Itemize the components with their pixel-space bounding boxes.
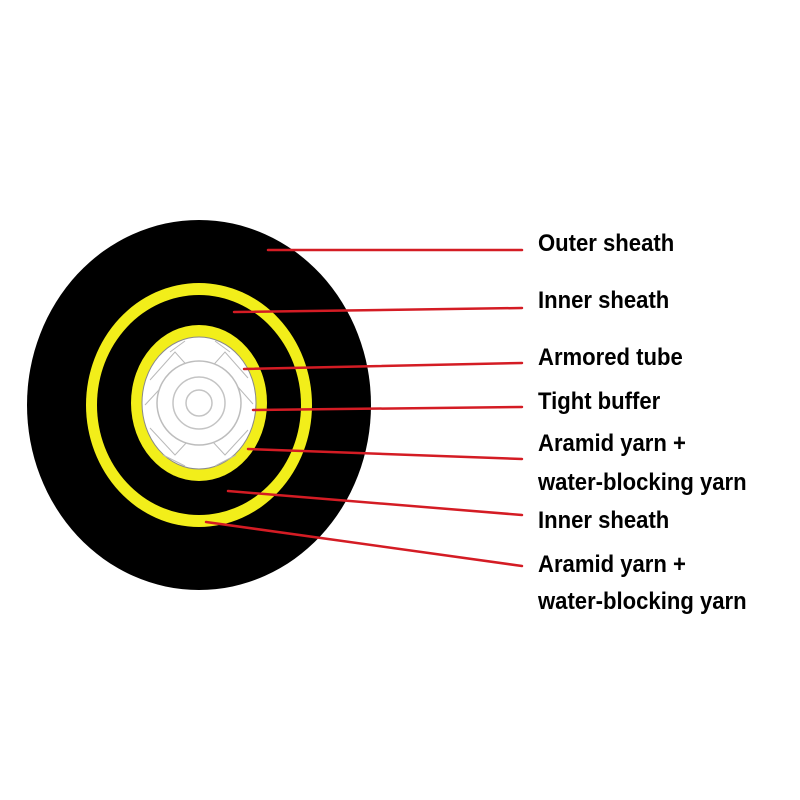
- label-aramid-1-line2: water-blocking yarn: [538, 469, 747, 496]
- label-inner-sheath-1: Inner sheath: [538, 287, 670, 314]
- label-tight-buffer: Tight buffer: [538, 388, 661, 415]
- leader-line-armored-tube: [242, 361, 524, 371]
- label-aramid-2-line2: water-blocking yarn: [538, 588, 747, 615]
- label-aramid-2-line1: Aramid yarn +: [538, 551, 686, 578]
- label-inner-sheath-2: Inner sheath: [538, 507, 670, 534]
- leader-line-tight-buffer: [251, 405, 524, 412]
- label-aramid-1-line1: Aramid yarn +: [538, 430, 686, 457]
- leader-line-aramid-2: [204, 520, 524, 568]
- leader-line-inner-sheath-2: [226, 489, 524, 517]
- leader-lines: [204, 248, 524, 568]
- leader-line-aramid-1: [246, 447, 524, 461]
- label-outer-sheath: Outer sheath: [538, 230, 675, 257]
- leader-line-inner-sheath-1: [232, 306, 524, 314]
- label-armored-tube: Armored tube: [538, 344, 683, 371]
- fiber-core: [185, 389, 213, 417]
